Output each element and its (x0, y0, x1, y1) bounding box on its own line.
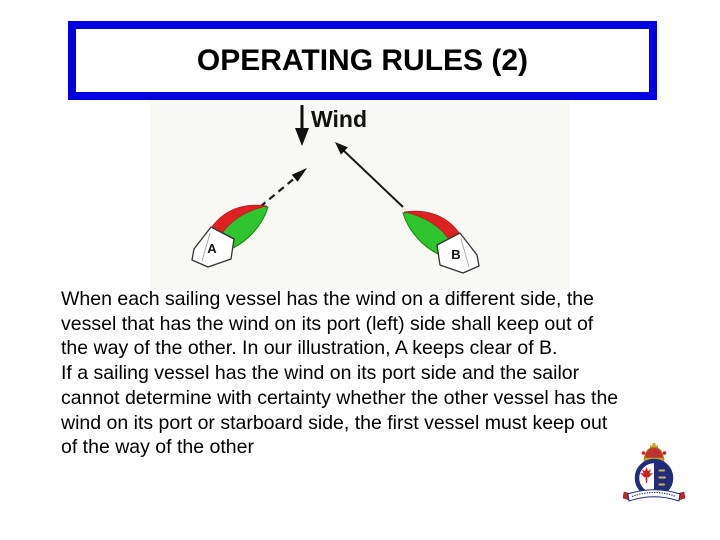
wind-arrow-head-icon (295, 128, 309, 146)
body-line: vessel that has the wind on its port (le… (61, 312, 594, 335)
title-box: OPERATING RULES (2) (68, 21, 657, 100)
crest-ribbon-icon (622, 489, 686, 502)
maple-leaf-icon (640, 467, 653, 483)
vessel-a-course-arrow (259, 168, 307, 208)
vessel-a-hull (191, 226, 235, 268)
body-line: of the way of the other (61, 436, 254, 459)
vessel-b-course-arrow (335, 142, 404, 208)
canadian-power-and-sail-squadrons-crest-icon (622, 443, 686, 502)
vessel-a-red-sail (207, 204, 268, 240)
wind-indicator: Wind (295, 105, 367, 146)
body-line: When each sailing vessel has the wind on… (61, 288, 594, 310)
vessel-b-boat-icon: B (402, 210, 480, 274)
sailing-illustration: Wind A B (150, 100, 570, 290)
vessel-a-boat-icon: A (191, 204, 269, 268)
wind-label: Wind (311, 106, 367, 132)
body-text: When each sailing vessel has the wind on… (61, 287, 661, 460)
vessel-b-hull (436, 232, 480, 274)
vessel-b-arrow-head-icon (335, 142, 348, 155)
body-line: If a sailing vessel has the wind on its … (61, 362, 580, 385)
body-line: wind on its port or starboard side, the … (61, 411, 608, 434)
vessel-a-label: A (207, 241, 217, 256)
vessel-b-red-sail (403, 210, 464, 246)
body-line: the way of the other. In our illustratio… (61, 337, 558, 360)
vessel-b-label: B (451, 247, 460, 262)
page-title: OPERATING RULES (2) (196, 43, 529, 77)
vessel-a-arrow-head-icon (291, 168, 307, 182)
body-line: cannot determine with certainty whether … (61, 386, 619, 409)
